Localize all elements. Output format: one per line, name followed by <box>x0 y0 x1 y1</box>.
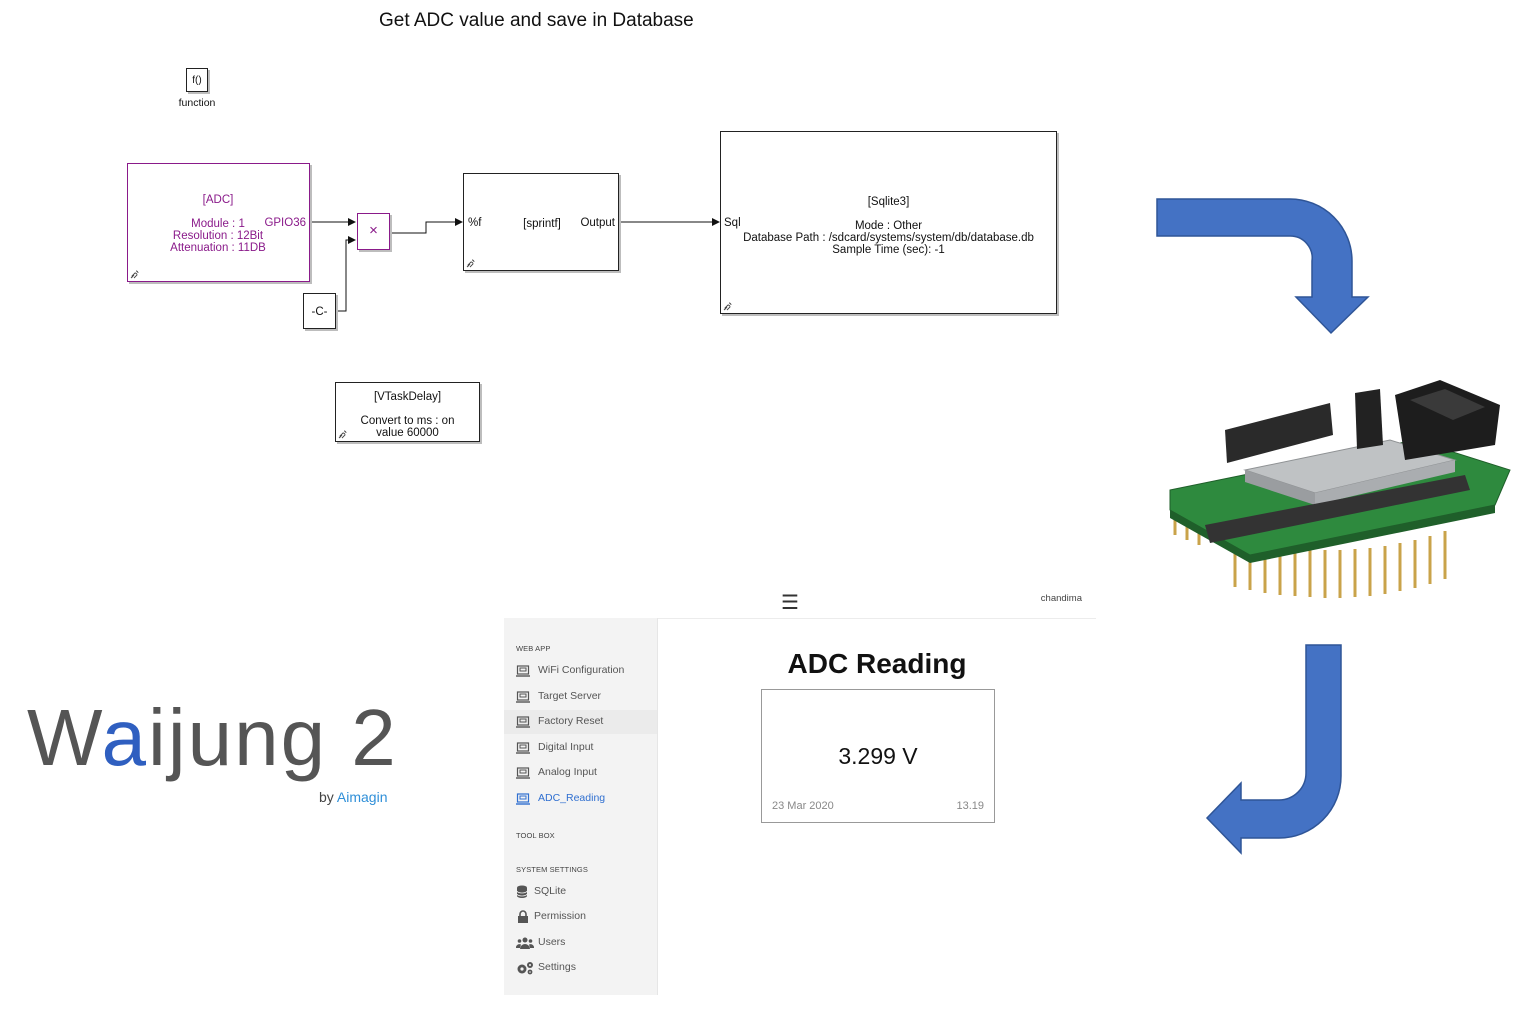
sqlite-line-sample-time: Sample Time (sec): -1 <box>832 244 945 256</box>
sidebar-item-label: WiFi Configuration <box>538 664 625 676</box>
sqlite-input-port: Sql <box>724 217 741 229</box>
laptop-icon <box>516 691 530 703</box>
esp32-board-image <box>1169 380 1511 598</box>
flow-arrow-down <box>1156 198 1370 335</box>
link-icon <box>338 430 347 439</box>
sidebar-item-adc-reading[interactable]: ADC_Reading <box>504 787 657 811</box>
sidebar: WEB APP WiFi Configuration Target Server… <box>504 618 658 995</box>
diagram-title: Get ADC value and save in Database <box>379 10 694 31</box>
wire-const-to-product <box>336 236 356 312</box>
sidebar-item-digital-input[interactable]: Digital Input <box>504 736 657 760</box>
sidebar-item-label: Users <box>538 936 566 948</box>
link-icon <box>466 259 475 268</box>
vtaskdelay-line-convert: Convert to ms : on <box>360 415 455 427</box>
adc-reading-card: 3.299 V 23 Mar 2020 13.19 <box>761 689 995 823</box>
sidebar-item-sqlite[interactable]: SQLite <box>504 880 657 904</box>
sidebar-item-label: Permission <box>534 910 586 922</box>
sqlite-block[interactable]: Sql [Sqlite3] Mode : Other Database Path… <box>720 131 1057 314</box>
sidebar-item-label: ADC_Reading <box>538 792 606 804</box>
section-web-app: WEB APP <box>516 644 551 653</box>
database-icon <box>516 885 528 898</box>
constant-symbol: -C- <box>311 306 328 318</box>
laptop-icon <box>516 767 530 779</box>
logo-text-pre: W <box>27 693 102 782</box>
wire-product-to-sprintf <box>390 218 463 234</box>
adc-output-port: GPIO36 <box>264 217 306 229</box>
sidebar-item-label: Factory Reset <box>538 715 604 727</box>
sqlite-line-path: Database Path : /sdcard/systems/system/d… <box>743 232 1034 244</box>
flow-arrow-left <box>1205 644 1342 855</box>
username[interactable]: chandima <box>1040 593 1082 604</box>
lock-icon <box>518 910 528 923</box>
byline-by: by <box>319 789 337 805</box>
product-block[interactable]: × <box>357 213 390 250</box>
constant-block[interactable]: -C- <box>303 293 336 329</box>
sidebar-item-label: Analog Input <box>538 766 597 778</box>
sidebar-item-analog-input[interactable]: Analog Input <box>504 761 657 785</box>
sidebar-item-wifi-configuration[interactable]: WiFi Configuration <box>504 659 657 683</box>
laptop-icon <box>516 742 530 754</box>
sidebar-item-label: SQLite <box>534 885 567 897</box>
sidebar-item-label: Target Server <box>538 690 602 702</box>
section-tool-box[interactable]: TOOL BOX <box>516 831 555 840</box>
sprintf-input-port: %f <box>468 217 482 229</box>
adc-line-attenuation: Attenuation : 11DB <box>170 242 266 254</box>
vtaskdelay-block[interactable]: [VTaskDelay] Convert to ms : on value 60… <box>335 382 480 442</box>
sqlite-line-mode: Mode : Other <box>854 220 923 232</box>
logo-text-post: ijung 2 <box>148 693 398 782</box>
vtaskdelay-line-value: value 60000 <box>376 427 439 439</box>
sprintf-block[interactable]: %f [sprintf] Output <box>463 173 619 271</box>
function-label: function <box>178 97 216 109</box>
function-block[interactable]: f() <box>186 68 208 92</box>
users-icon <box>516 937 534 949</box>
sprintf-block-name: [sprintf] <box>523 218 561 230</box>
product-symbol: × <box>369 222 378 239</box>
webapp-topbar: ☰ chandima <box>657 582 1096 619</box>
byline-brand: Aimagin <box>336 789 388 805</box>
reading-value: 3.299 V <box>838 743 918 769</box>
link-icon <box>130 270 139 279</box>
page-title: ADC Reading <box>787 648 967 679</box>
webapp-screenshot: ☰ chandima WEB APP WiFi Configuration Ta… <box>504 582 1096 995</box>
sprintf-output-port: Output <box>580 217 615 229</box>
sidebar-item-label: Settings <box>538 961 576 973</box>
adc-line-module: Module : 1 <box>191 218 245 230</box>
sidebar-item-label: Digital Input <box>538 741 594 753</box>
vtaskdelay-block-name: [VTaskDelay] <box>373 391 442 403</box>
adc-block[interactable]: [ADC] Module : 1 Resolution : 12Bit Atte… <box>127 163 310 282</box>
sidebar-item-settings[interactable]: Settings <box>504 956 657 980</box>
laptop-icon <box>516 793 530 805</box>
gears-icon <box>517 962 533 975</box>
sidebar-item-factory-reset[interactable]: Factory Reset <box>504 710 657 734</box>
sidebar-item-permission[interactable]: Permission <box>504 905 657 929</box>
section-system-settings: SYSTEM SETTINGS <box>516 865 588 874</box>
sidebar-item-users[interactable]: Users <box>504 931 657 955</box>
laptop-icon <box>516 716 530 728</box>
adc-line-resolution: Resolution : 12Bit <box>172 230 264 242</box>
adc-block-name: [ADC] <box>202 194 234 206</box>
laptop-icon <box>516 665 530 677</box>
reading-time: 13.19 <box>956 800 984 812</box>
hamburger-icon[interactable]: ☰ <box>781 592 799 614</box>
sidebar-item-target-server[interactable]: Target Server <box>504 685 657 709</box>
waijung-logo: Waijung 2 <box>27 692 398 784</box>
logo-text-accent: a <box>101 693 149 782</box>
aimagin-byline: by Aimagin <box>319 789 388 805</box>
reading-date: 23 Mar 2020 <box>772 800 834 812</box>
link-icon <box>723 302 732 311</box>
function-symbol: f() <box>192 75 202 86</box>
sqlite-block-name: [Sqlite3] <box>867 196 910 208</box>
